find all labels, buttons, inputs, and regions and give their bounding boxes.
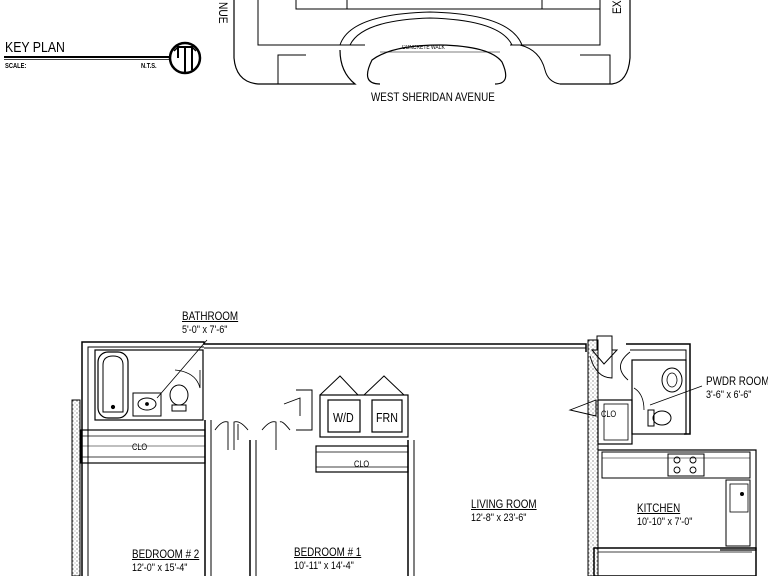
- kitchen-area: [593, 449, 757, 576]
- scale-value: N.T.S.: [141, 63, 157, 70]
- bathroom-label: BATHROOM: [182, 309, 239, 323]
- bedroom1-label: BEDROOM # 1: [294, 545, 362, 559]
- hall-closet: [568, 399, 633, 445]
- clo-bedroom2-label: CLO: [132, 442, 148, 452]
- powder-room-area: [631, 359, 703, 435]
- left-street-label: NUE: [216, 2, 230, 24]
- washer-dryer-label: W/D: [333, 410, 354, 425]
- bathroom-dims: 5'-0" x 7'-6": [182, 324, 228, 336]
- north-arrow-icon: [168, 41, 202, 75]
- bathroom-area: [94, 339, 208, 421]
- clo-hall-label: CLO: [601, 409, 617, 419]
- scale-label: SCALE:: [5, 63, 27, 70]
- entry-arrow-icon: [589, 335, 631, 381]
- key-plan-title: KEY PLAN: [5, 39, 65, 56]
- living-room-dims: 12'-8" x 23'-6": [471, 512, 527, 524]
- clo-bedroom1-label: CLO: [354, 459, 370, 469]
- key-plan: [4, 0, 631, 84]
- street-name-label: WEST SHERIDAN AVENUE: [371, 90, 495, 104]
- floor-plan: [71, 335, 757, 576]
- living-room-label: LIVING ROOM: [471, 497, 537, 511]
- bedroom2-label: BEDROOM # 2: [132, 547, 200, 561]
- kitchen-dims: 10'-10" x 7'-0": [637, 516, 693, 528]
- pwdr-room-label: PWDR ROOM: [706, 374, 768, 388]
- hall-doors: [214, 421, 291, 450]
- kitchen-label: KITCHEN: [637, 501, 681, 515]
- right-street-label: EX: [610, 0, 624, 14]
- concrete-walk-label: CONCRETE WALK: [402, 45, 445, 51]
- pwdr-room-dims: 3'-6" x 6'-6": [706, 389, 752, 401]
- bedroom1-dims: 10'-11" x 14'-4": [294, 560, 354, 572]
- furnace-label: FRN: [376, 410, 398, 425]
- utility-closets: [283, 375, 409, 438]
- bedroom2-dims: 12'-0" x 15'-4": [132, 562, 188, 574]
